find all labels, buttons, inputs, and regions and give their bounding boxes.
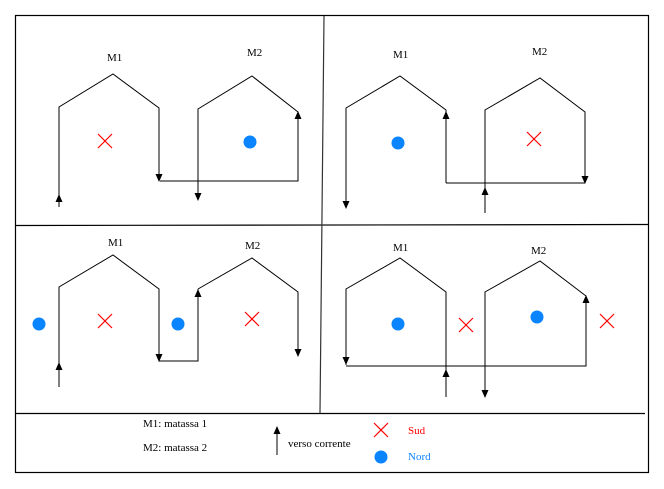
current-arrow-in xyxy=(442,369,450,377)
nord-marker xyxy=(171,317,185,331)
label-m2: M2 xyxy=(531,245,546,257)
house-m2 xyxy=(484,260,587,395)
vertical-divider xyxy=(319,15,325,414)
label-m2: M2 xyxy=(245,240,260,252)
sud-marker xyxy=(97,313,113,329)
legend-arrow-icon xyxy=(273,426,281,434)
house-m1 xyxy=(345,75,447,205)
legend: M1: matassa 1 M2: matassa 2 verso corren… xyxy=(143,418,431,464)
legend-sud-label: Sud xyxy=(408,425,426,437)
legend-m2: M2: matassa 2 xyxy=(143,442,207,454)
label-m1: M1 xyxy=(108,237,123,249)
current-arrow-in xyxy=(481,187,489,195)
legend-arrow-label: verso corrente xyxy=(288,438,351,450)
frame xyxy=(14,14,650,474)
house-m2 xyxy=(197,257,299,356)
house-m2 xyxy=(197,75,299,200)
sud-marker xyxy=(97,133,113,149)
wire-bottom xyxy=(346,296,587,367)
nord-marker xyxy=(391,317,405,331)
current-arrow-out xyxy=(342,357,350,365)
current-arrow-out xyxy=(294,349,302,357)
house-m1 xyxy=(58,73,160,207)
current-arrow xyxy=(581,176,589,184)
current-arrow xyxy=(194,289,202,297)
outer-border xyxy=(14,14,650,474)
sud-marker xyxy=(599,313,615,329)
label-m1: M1 xyxy=(393,49,408,61)
house-m1 xyxy=(345,257,447,397)
house-m1 xyxy=(58,254,199,387)
panel-bottom-right: M1 M2 xyxy=(342,242,615,398)
panel-bottom-left: M1 M2 xyxy=(32,237,302,387)
nord-marker xyxy=(391,136,405,150)
house-m2 xyxy=(484,77,586,213)
label-m2: M2 xyxy=(532,46,547,58)
nord-marker xyxy=(32,317,46,331)
sud-marker xyxy=(526,131,542,147)
nord-marker xyxy=(243,135,257,149)
current-arrow xyxy=(155,174,163,182)
current-arrow xyxy=(442,111,450,119)
current-arrow-out xyxy=(481,390,489,398)
current-arrow xyxy=(294,111,302,119)
panel-top-right: M1 M2 xyxy=(342,46,589,213)
legend-m1: M1: matassa 1 xyxy=(143,418,207,430)
panel-top-left: M1 M2 xyxy=(55,47,302,207)
legend-nord-label: Nord xyxy=(408,451,431,463)
nord-marker xyxy=(530,310,544,324)
label-m1: M1 xyxy=(393,242,408,254)
wire-bottom xyxy=(160,112,299,182)
sud-marker xyxy=(458,317,474,333)
sud-marker xyxy=(244,311,260,327)
legend-sud-icon xyxy=(373,422,389,438)
horizontal-divider xyxy=(15,223,649,227)
label-m1: M1 xyxy=(107,52,122,64)
legend-nord-icon xyxy=(374,450,388,464)
current-arrow-in xyxy=(55,362,63,370)
current-arrow xyxy=(582,295,590,303)
current-arrow xyxy=(155,354,163,362)
current-arrow-in xyxy=(55,194,63,202)
label-m2: M2 xyxy=(247,47,262,59)
current-arrow-out xyxy=(342,201,350,209)
current-arrow-out xyxy=(194,193,202,201)
